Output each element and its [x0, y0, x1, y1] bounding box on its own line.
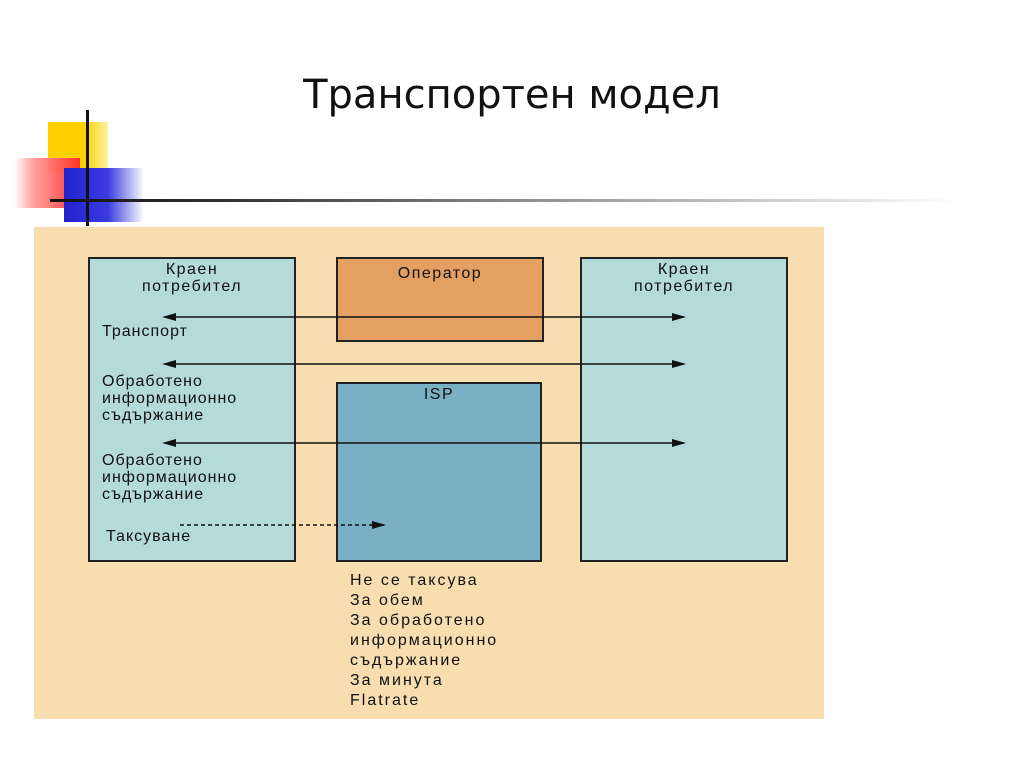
operator-title: Оператор — [397, 265, 483, 282]
billing-label: Таксуване — [106, 528, 192, 545]
billing-options-list: Не се таксува За обем За обработено инфо… — [350, 571, 570, 711]
flow-arrows — [162, 313, 686, 529]
decor-horizontal-rule — [50, 199, 960, 202]
operator-box: Оператор — [336, 257, 544, 342]
transport-label: Транспорт — [102, 323, 188, 340]
billing-option: За обем — [350, 592, 425, 609]
slide-title: Транспортен модел — [303, 72, 721, 118]
billing-option: Flatrate — [350, 692, 421, 709]
decor-vertical-line — [86, 110, 89, 226]
billing-option: За обработено информационно съдържание — [350, 612, 499, 669]
isp-box: ISP — [336, 382, 542, 562]
isp-title: ISP — [423, 386, 455, 403]
content-label-1: Обработено информационно съдържание — [102, 373, 238, 424]
content-label-2: Обработено информационно съдържание — [102, 452, 238, 503]
billing-option: За минута — [350, 672, 444, 689]
billing-option: Не се таксува — [350, 572, 479, 589]
decor-blue-square — [64, 168, 144, 222]
